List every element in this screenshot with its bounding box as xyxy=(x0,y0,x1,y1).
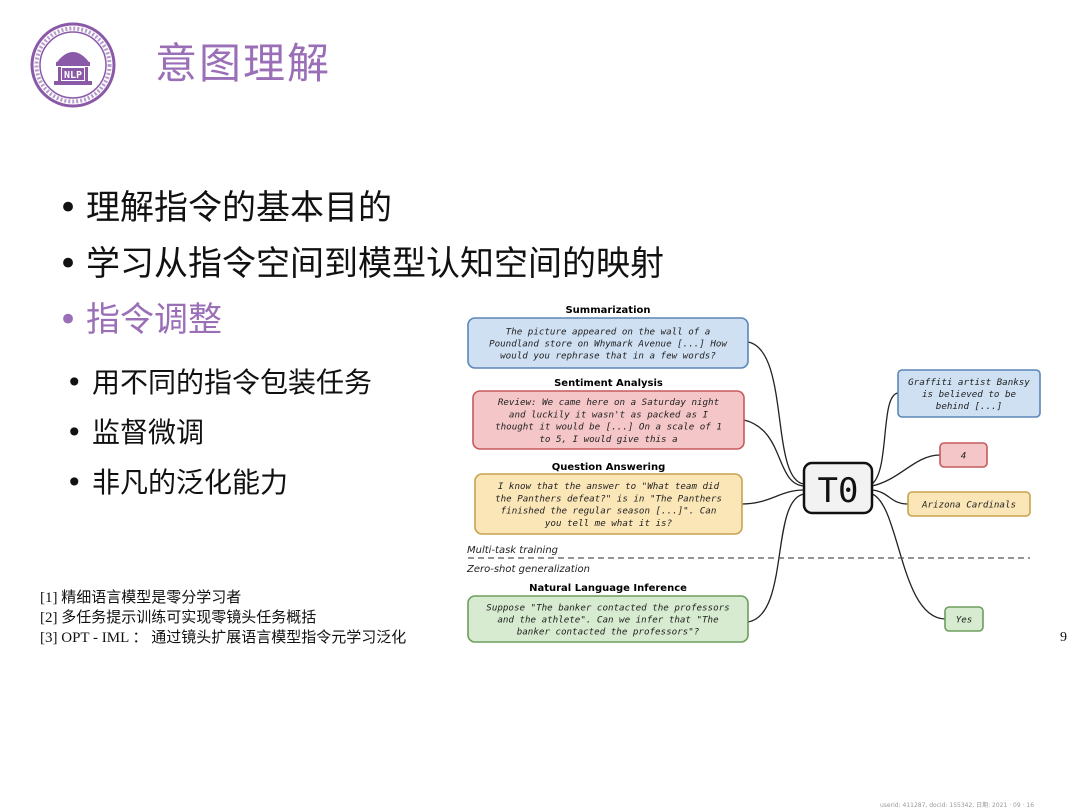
sub-bullet-item: • 用不同的指令包装任务 xyxy=(66,366,372,400)
bullet-dot: • xyxy=(66,466,83,499)
reference-item: [3] OPT - IML ： 通过镜头扩展语言模型指令元学习泛化 xyxy=(40,630,407,646)
output-text-line: behind [...] xyxy=(936,401,1002,412)
bullet-dot: • xyxy=(66,366,83,399)
task-box xyxy=(472,390,745,450)
task-prompt-line: I know that the answer to "What team did xyxy=(498,481,720,492)
bullet-dot: • xyxy=(66,416,83,449)
task-box xyxy=(467,595,749,643)
task-prompt-line: the Panthers defeat?" is in "The Panther… xyxy=(495,493,722,504)
bullet-item: •理解指令的基本目的 xyxy=(58,188,392,228)
task-prompt-line: thought it would be [...] On a scale of … xyxy=(495,422,722,433)
output-text-line: 4 xyxy=(961,451,967,462)
multitask-training-label: Multi-task training xyxy=(467,545,558,556)
bullet-text: 指令调整 xyxy=(86,300,222,340)
task-header: Sentiment Analysis xyxy=(554,378,663,389)
output-text-line: Graffiti artist Banksy xyxy=(908,377,1030,388)
t0-diagram: Multi-task training Zero-shot generaliza… xyxy=(466,305,1041,643)
sub-bullet-text: 监督微调 xyxy=(92,416,205,449)
page-number: 9 xyxy=(1060,630,1067,645)
footer-watermark: userid: 411287, docid: 155342, 日期: 2021 … xyxy=(880,802,1035,809)
task-prompt-line: and the athlete". Can we infer that "The xyxy=(497,615,719,626)
connector-in xyxy=(741,489,805,505)
connector-out xyxy=(871,392,899,485)
task-header: Summarization xyxy=(565,305,650,316)
bullet-dot: • xyxy=(58,188,79,228)
connector-in xyxy=(743,419,805,487)
task-prompt-line: Poundland store on Whymark Avenue [...] … xyxy=(489,339,727,350)
references: [1] 精细语言模型是零分学习者 [2] 多任务提示训练可实现零镜头任务概括 [… xyxy=(40,588,406,648)
task-box xyxy=(467,317,749,369)
task-prompt-line: to 5, I would give this a xyxy=(539,434,677,445)
task-prompt-line: The picture appeared on the wall of a xyxy=(506,326,711,337)
t0-model-box xyxy=(802,461,874,515)
bullet-text: 学习从指令空间到模型认知空间的映射 xyxy=(86,244,664,284)
connector-in xyxy=(747,341,805,485)
bullet-item-accent: •指令调整 xyxy=(58,300,222,340)
bullet-dot: • xyxy=(58,244,79,284)
output-box xyxy=(944,606,984,632)
svg-text:NLP: NLP xyxy=(64,70,82,81)
output-box xyxy=(939,442,988,468)
sub-bullet-item: • 非凡的泛化能力 xyxy=(66,466,288,500)
t0-model-label: T0 xyxy=(818,471,859,511)
bullet-dot: • xyxy=(58,300,79,340)
reference-item: [2] 多任务提示训练可实现零镜头任务概括 xyxy=(40,610,317,626)
output-text-line: is believed to be xyxy=(922,389,1017,400)
sub-bullet-text: 用不同的指令包装任务 xyxy=(92,366,373,399)
connector-out xyxy=(871,489,909,505)
bullet-text: 理解指令的基本目的 xyxy=(86,188,392,228)
task-prompt-line: banker contacted the professors"? xyxy=(517,627,700,638)
task-prompt-line: Suppose "The banker contacted the profes… xyxy=(486,602,729,613)
task-prompt-line: and luckily it wasn't as packed as I xyxy=(509,409,709,420)
task-header: Question Answering xyxy=(552,462,666,473)
sub-bullet-text: 非凡的泛化能力 xyxy=(92,466,289,499)
output-text-line: Arizona Cardinals xyxy=(921,500,1016,511)
connector-in xyxy=(747,493,805,623)
connector-out xyxy=(871,493,946,620)
output-box xyxy=(907,491,1031,517)
zero-shot-label: Zero-shot generalization xyxy=(466,564,590,575)
reference-item: [1] 精细语言模型是零分学习者 xyxy=(40,590,242,606)
task-box xyxy=(474,473,743,535)
sub-bullet-item: • 监督微调 xyxy=(66,416,204,450)
university-nlp-logo: NLP xyxy=(30,22,116,108)
task-header: Natural Language Inference xyxy=(529,583,687,594)
bullet-item: •学习从指令空间到模型认知空间的映射 xyxy=(58,244,664,284)
task-prompt-line: finished the regular season [...]". Can xyxy=(501,506,717,517)
task-prompt-line: Review: We came here on a Saturday night xyxy=(498,397,720,408)
connector-out xyxy=(871,454,941,487)
slide-title: 意图理解 xyxy=(155,39,332,88)
output-text-line: Yes xyxy=(956,615,973,626)
output-box xyxy=(897,369,1041,418)
task-prompt-line: you tell me what it is? xyxy=(544,518,673,529)
task-prompt-line: would you rephrase that in a few words? xyxy=(500,351,716,362)
